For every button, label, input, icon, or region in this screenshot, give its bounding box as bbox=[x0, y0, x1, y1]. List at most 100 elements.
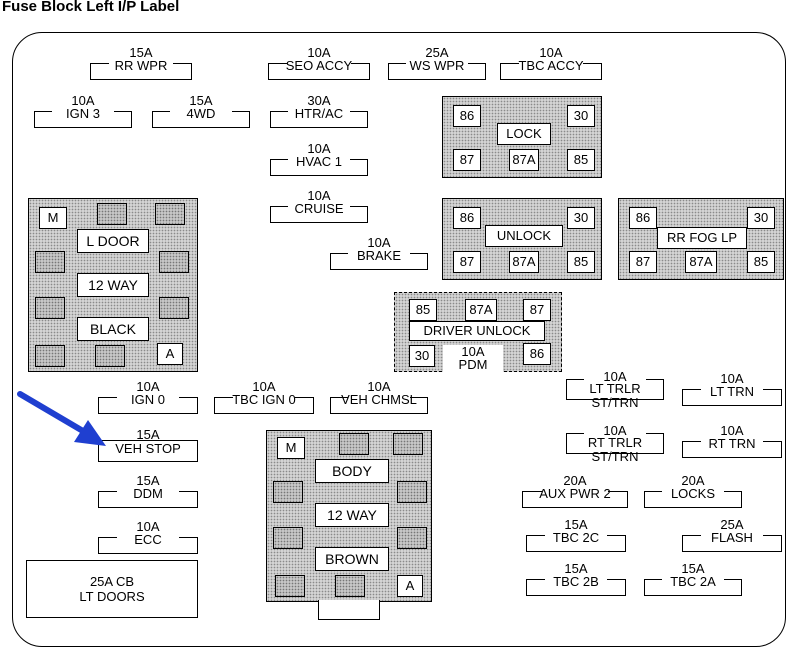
fuse-amp: 10A bbox=[307, 188, 331, 203]
fuse-amp: 15A bbox=[189, 93, 213, 108]
arrow-icon bbox=[17, 391, 106, 446]
fuse-label: SEO ACCY bbox=[285, 58, 353, 73]
relay-lock: 86 30 LOCK 87 87A 85 bbox=[442, 96, 602, 178]
fuse-block-outline bbox=[12, 32, 786, 647]
relay-pin: 87 bbox=[453, 149, 481, 171]
relay-pin: 86 bbox=[453, 207, 481, 229]
fuse-label: IGN 0 bbox=[131, 392, 165, 407]
fuse-rr-wpr: 15A RR WPR bbox=[90, 46, 192, 80]
fuse-brake: 10A BRAKE bbox=[330, 236, 428, 270]
connector-label: 12 WAY bbox=[315, 503, 389, 527]
relay-pin: 85 bbox=[567, 251, 595, 273]
fuse-label: 4WD bbox=[186, 106, 216, 121]
fuse-amp: 10A bbox=[71, 93, 95, 108]
relay-pin: 85 bbox=[409, 299, 437, 321]
fuse-label: HTR/AC bbox=[294, 106, 344, 121]
fuse-rt-trn: 10A RT TRN bbox=[682, 424, 782, 458]
fuse-label: VEH STOP bbox=[115, 441, 181, 456]
fuse-amp: 10A bbox=[367, 379, 391, 394]
fuse-label: HVAC 1 bbox=[296, 154, 342, 169]
relay-pin: 86 bbox=[523, 343, 551, 365]
fuse-label: FLASH bbox=[711, 530, 753, 545]
fuse-amp: 10A bbox=[461, 344, 485, 359]
relay-pin: 30 bbox=[567, 105, 595, 127]
fuse-label: TBC IGN 0 bbox=[232, 392, 296, 407]
fuse-veh-chmsl: 10A VEH CHMSL bbox=[330, 380, 428, 414]
fuse-label: BRAKE bbox=[356, 248, 402, 263]
fuse-label: LT TRN bbox=[709, 384, 755, 399]
connector-label: BLACK bbox=[77, 317, 149, 341]
fuse-label: RT TRN bbox=[708, 436, 756, 451]
relay-rr-fog: 86 30 RR FOG LP 87 87A 85 bbox=[618, 198, 784, 280]
relay-pin: 30 bbox=[747, 207, 775, 229]
fuse-tbc-ign0: 10A TBC IGN 0 bbox=[214, 380, 314, 414]
fuse-label: DDM bbox=[133, 486, 163, 501]
relay-label: RR FOG LP bbox=[657, 227, 747, 249]
fuse-label: CRUISE bbox=[294, 201, 344, 216]
fuse-label: VEH CHMSL bbox=[341, 392, 417, 407]
fuse-veh-stop: 15A VEH STOP bbox=[98, 428, 198, 462]
fuse-label: PDM bbox=[458, 357, 488, 372]
relay-pin: 87A bbox=[465, 299, 497, 321]
relay-pin: 87 bbox=[523, 299, 551, 321]
relay-pin: 30 bbox=[567, 207, 595, 229]
fuse-flash: 25A FLASH bbox=[682, 518, 782, 552]
fuse-amp: 15A bbox=[564, 517, 588, 532]
fuse-seo-accy: 10A SEO ACCY bbox=[268, 46, 370, 80]
fuse-amp: 25A bbox=[720, 517, 744, 532]
cb-amp: 25A CB bbox=[89, 574, 135, 589]
diagram-title: Fuse Block Left I/P Label bbox=[2, 0, 180, 15]
fuse-ign0: 10A IGN 0 bbox=[98, 380, 198, 414]
fuse-amp: 10A bbox=[539, 45, 563, 60]
fuse-label: TBC 2B bbox=[553, 574, 599, 589]
circuit-breaker-lt-doors: 25A CB LT DOORS bbox=[26, 560, 198, 618]
fuse-amp: 10A bbox=[307, 45, 331, 60]
connector-label: BODY bbox=[315, 459, 389, 483]
fuse-amp: 15A bbox=[681, 561, 705, 576]
fuse-ign3: 10A IGN 3 bbox=[34, 94, 132, 128]
relay-label: LOCK bbox=[497, 123, 551, 145]
relay-pin: 30 bbox=[409, 345, 435, 367]
fuse-amp: 10A bbox=[720, 371, 744, 386]
fuse-ws-wpr: 25A WS WPR bbox=[388, 46, 486, 80]
relay-label: UNLOCK bbox=[485, 225, 563, 247]
fuse-amp: 10A bbox=[307, 141, 331, 156]
fuse-label: AUX PWR 2 bbox=[539, 486, 611, 501]
fuse-rt-trlr: 10A RT TRLR ST/TRN bbox=[566, 424, 664, 468]
connector-m-label: M bbox=[39, 207, 67, 229]
relay-pin: 86 bbox=[453, 105, 481, 127]
fuse-tbc-2b: 15A TBC 2B bbox=[526, 562, 626, 596]
connector-label: L DOOR bbox=[77, 229, 149, 253]
connector-a-label: A bbox=[157, 343, 183, 365]
fuse-label: ECC bbox=[134, 532, 162, 547]
connector-tab bbox=[318, 600, 380, 620]
fuse-amp: 15A bbox=[129, 45, 153, 60]
fuse-amp: 10A bbox=[603, 369, 627, 384]
fuse-amp: 20A bbox=[563, 473, 587, 488]
fuse-amp: 10A bbox=[252, 379, 276, 394]
fuse-label: TBC 2C bbox=[552, 530, 600, 545]
fuse-amp: 25A bbox=[425, 45, 449, 60]
fuse-htr-ac: 30A HTR/AC bbox=[270, 94, 368, 128]
connector-a-label: A bbox=[397, 575, 423, 597]
fuse-tbc-2c: 15A TBC 2C bbox=[526, 518, 626, 552]
relay-pin: 85 bbox=[747, 251, 775, 273]
fuse-lt-trlr: 10A LT TRLR ST/TRN bbox=[566, 370, 664, 414]
fuse-amp: 20A bbox=[681, 473, 705, 488]
relay-pin: 86 bbox=[629, 207, 657, 229]
relay-pin: 87 bbox=[629, 251, 657, 273]
fuse-label-line: LT TRLR bbox=[589, 381, 641, 396]
fuse-amp: 15A bbox=[136, 427, 160, 442]
fuse-tbc-2a: 15A TBC 2A bbox=[644, 562, 742, 596]
connector-l-door: M L DOOR 12 WAY BLACK A bbox=[28, 198, 198, 372]
fuse-label: TBC ACCY bbox=[518, 58, 584, 73]
relay-label: DRIVER UNLOCK bbox=[409, 321, 545, 341]
fuse-label: TBC 2A bbox=[670, 574, 716, 589]
connector-body: M BODY 12 WAY BROWN A bbox=[266, 430, 432, 602]
cb-label: LT DOORS bbox=[79, 589, 145, 604]
fuse-label: WS WPR bbox=[409, 58, 465, 73]
relay-pin: 87 bbox=[453, 251, 481, 273]
fuse-4wd: 15A 4WD bbox=[152, 94, 250, 128]
fuse-label: RR WPR bbox=[114, 58, 168, 73]
fuse-lt-trn: 10A LT TRN bbox=[682, 372, 782, 406]
